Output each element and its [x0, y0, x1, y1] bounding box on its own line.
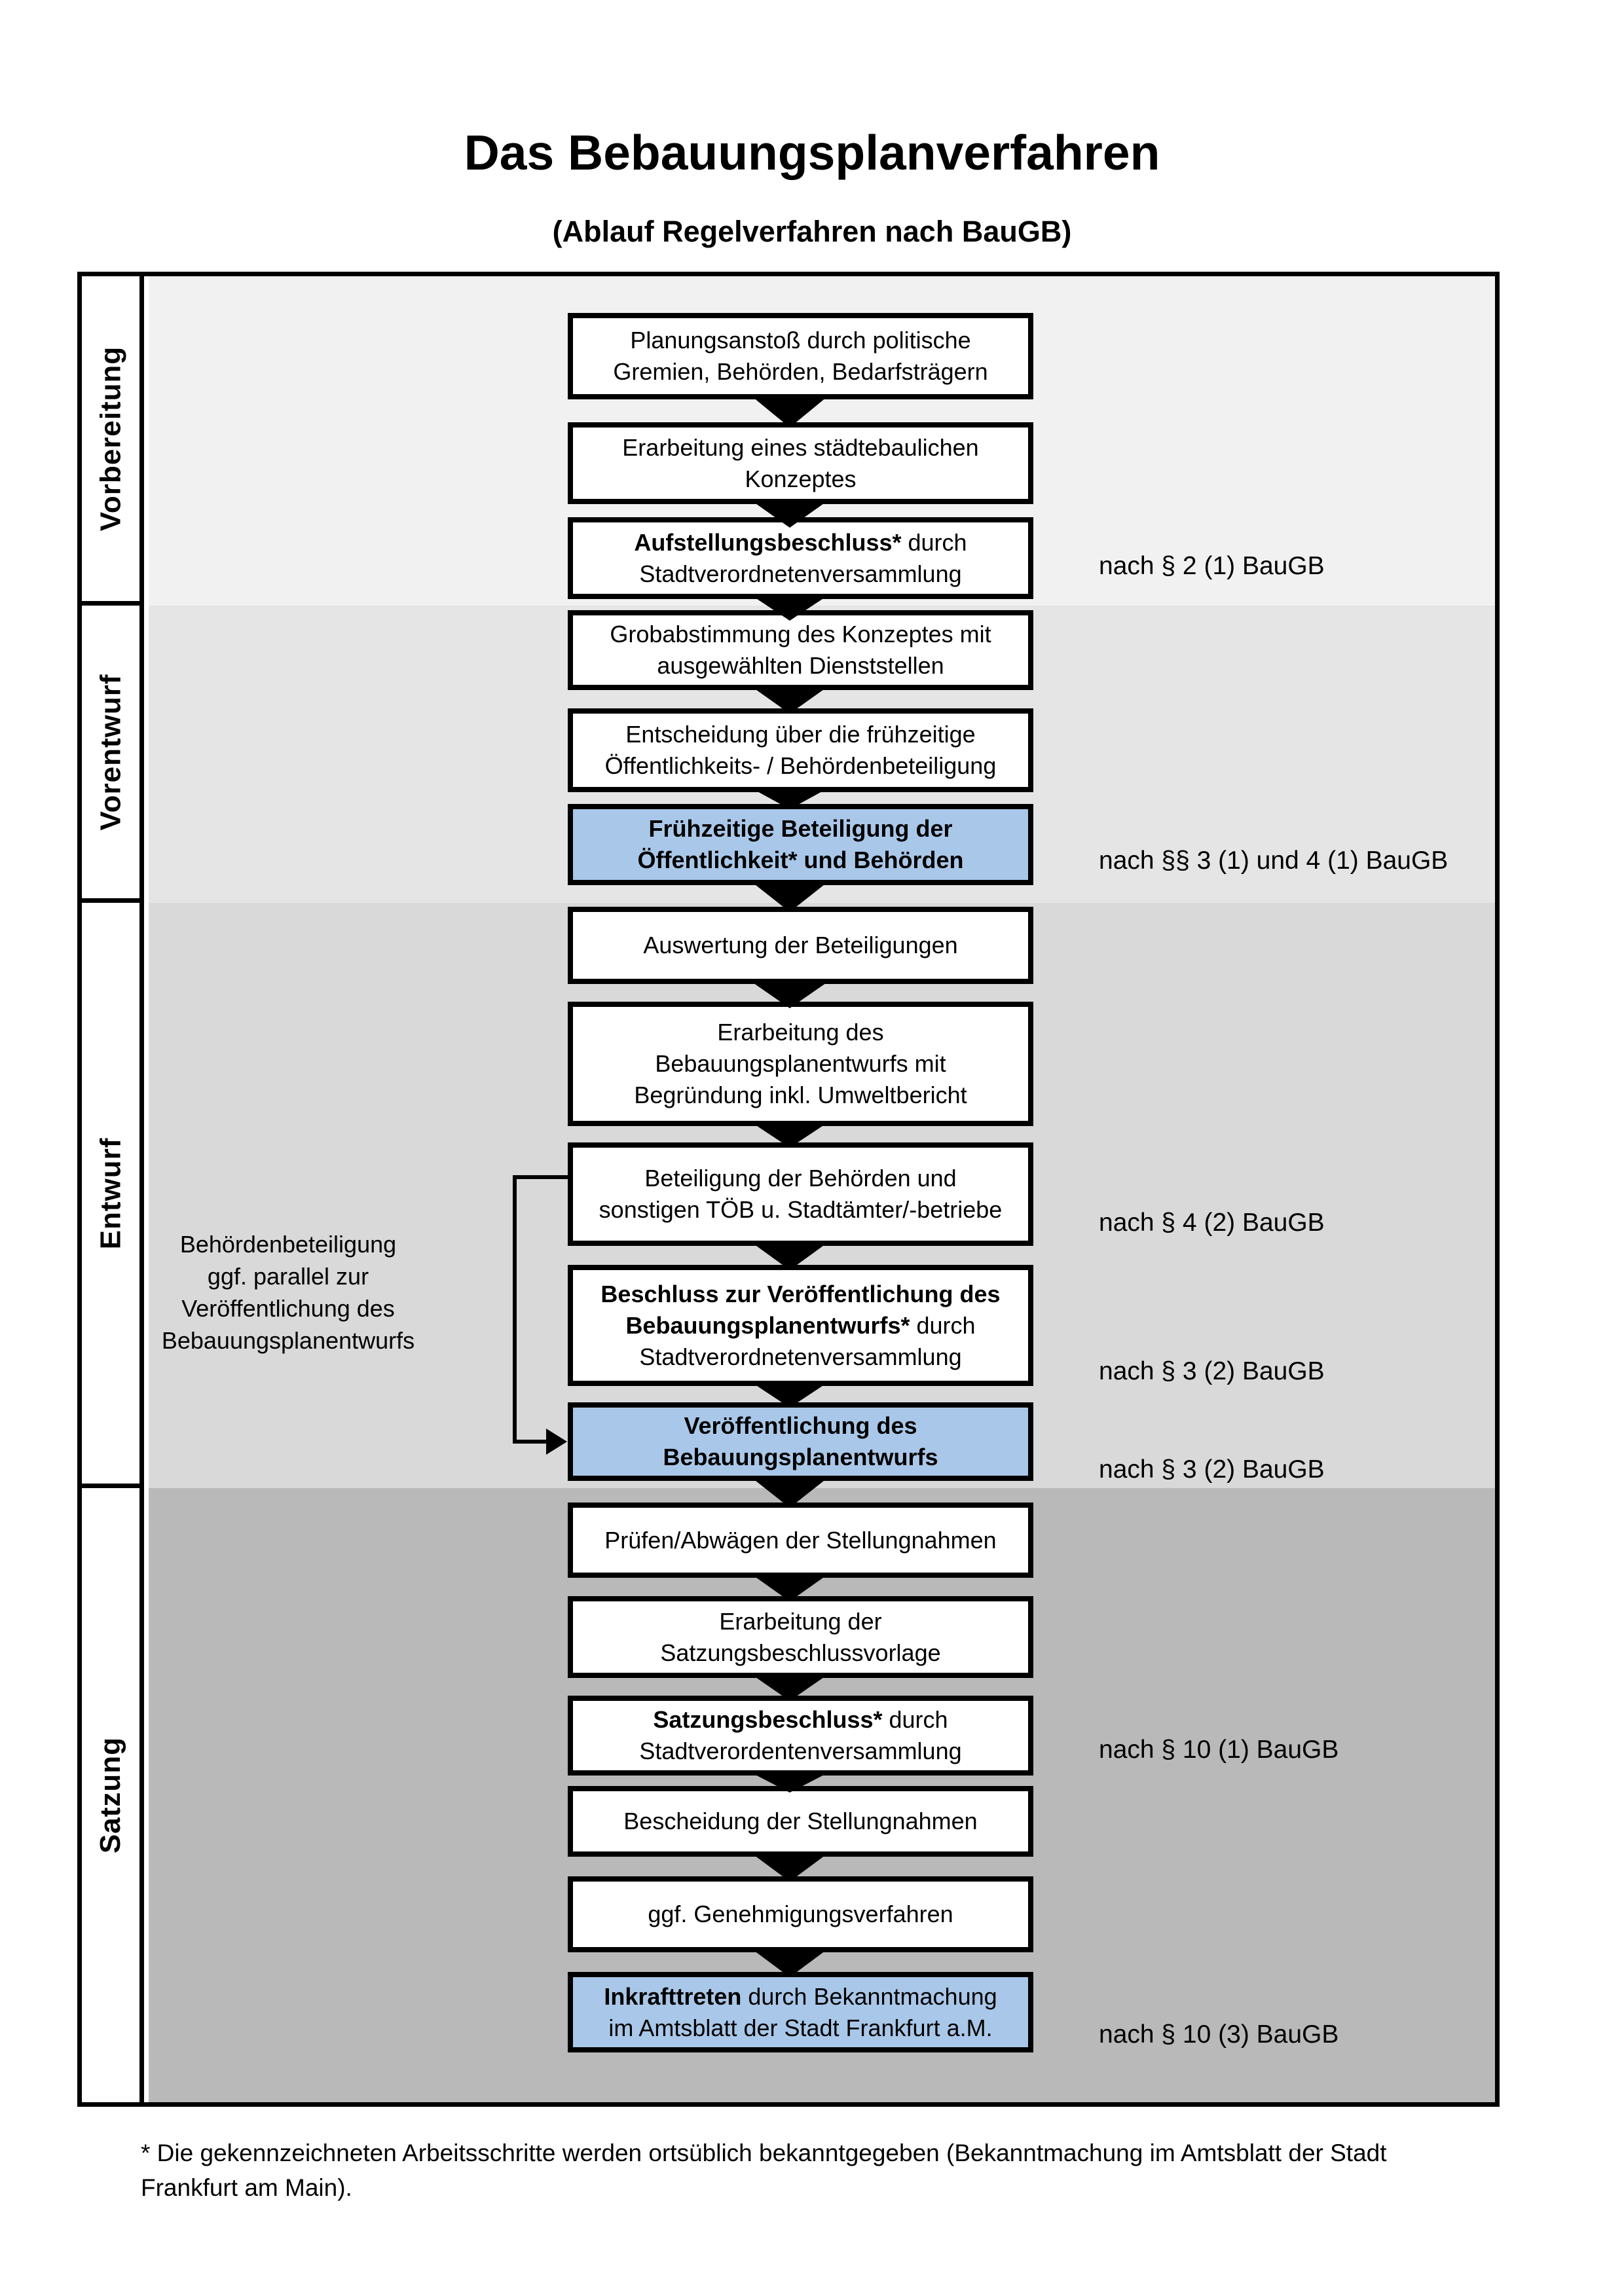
flow-arrow-down-icon	[749, 1241, 830, 1270]
phase-label-vorbereitung: Vorbereitung	[94, 346, 126, 532]
parallel-connector-bottom-line	[513, 1440, 549, 1444]
flow-box: Bescheidung der Stellungnahmen	[568, 1786, 1033, 1857]
flow-box: Beteiligung der Behörden und sonstigen T…	[568, 1142, 1033, 1246]
phase-label-cell: Vorentwurf	[82, 606, 144, 903]
flow-box: Erarbeitung des Bebauungsplanentwurfs mi…	[568, 1002, 1033, 1126]
flow-arrow-down-icon	[749, 1121, 830, 1148]
flow-arrow-down-icon	[749, 394, 830, 428]
flow-arrow-down-icon	[749, 1573, 830, 1601]
flow-box: Beschluss zur Veröffentlichung des Bebau…	[568, 1265, 1033, 1386]
legal-reference: nach §§ 3 (1) und 4 (1) BauGB	[1099, 847, 1449, 875]
flow-arrow-down-icon	[749, 1476, 830, 1508]
flow-arrow-down-icon	[749, 594, 830, 621]
phase-label-cell: Entwurf	[82, 903, 144, 1488]
flow-box: Auswertung der Beteiligungen	[568, 907, 1033, 984]
flow-box: Entscheidung über die frühzeitige Öffent…	[568, 708, 1033, 792]
flow-box: Grobabstimmung des Konzeptes mit ausgewä…	[568, 610, 1033, 690]
flow-arrow-down-icon	[749, 1772, 830, 1793]
flow-box-highlighted: Frühzeitige Beteiligung der Öffentlichke…	[568, 804, 1033, 885]
parallel-connector-vertical-line	[513, 1175, 517, 1444]
legal-reference: nach § 10 (1) BauGB	[1099, 1736, 1339, 1764]
flow-arrow-down-icon	[749, 1947, 830, 1977]
phase-label-satzung: Satzung	[94, 1736, 127, 1854]
flow-box-highlighted: Inkrafttreten durch Bekanntmachung im Am…	[568, 1972, 1033, 2052]
legal-reference: nach § 3 (2) BauGB	[1099, 1455, 1325, 1484]
legal-reference: nach § 4 (2) BauGB	[1099, 1209, 1325, 1237]
flow-arrow-down-icon	[749, 1673, 830, 1701]
footnote: * Die gekennzeichneten Arbeitsschritte w…	[141, 2140, 1387, 2201]
flow-arrow-down-icon	[749, 880, 830, 912]
phase-label-vorentwurf: Vorentwurf	[94, 674, 126, 830]
flow-box: Erarbeitung eines städtebaulichen Konzep…	[568, 422, 1033, 504]
flow-arrow-down-icon	[749, 1381, 830, 1408]
flow-box: Satzungsbeschluss* durch Stadtverordente…	[568, 1696, 1033, 1776]
flow-arrow-down-icon	[749, 980, 830, 1008]
phase-label-cell: Satzung	[82, 1488, 144, 2102]
parallel-connector-top-line	[513, 1175, 568, 1179]
flow-arrow-down-icon	[749, 685, 830, 714]
flow-arrow-down-icon	[749, 1851, 830, 1882]
legal-reference: nach § 2 (1) BauGB	[1099, 552, 1325, 580]
flow-arrow-down-icon	[749, 499, 830, 528]
page-subtitle: (Ablauf Regelverfahren nach BauGB)	[552, 215, 1072, 248]
phase-label-cell: Vorbereitung	[82, 276, 144, 606]
flow-box: Erarbeitung der Satzungsbeschlussvorlage	[568, 1596, 1033, 1678]
flow-arrow-down-icon	[749, 787, 830, 809]
flow-box: Planungsanstoß durch politische Gremien,…	[568, 313, 1033, 399]
flow-box: ggf. Genehmigungsverfahren	[568, 1876, 1033, 1952]
page-title: Das Bebauungsplanverfahren	[464, 125, 1160, 180]
flow-box: Prüfen/Abwägen der Stellungnahmen	[568, 1503, 1033, 1578]
legal-reference: nach § 10 (3) BauGB	[1099, 2020, 1339, 2049]
side-note: Behördenbeteiligung ggf. parallel zur Ve…	[161, 1231, 415, 1354]
parallel-connector-arrowhead-icon	[546, 1429, 567, 1455]
flow-box-highlighted: Veröffentlichung des Bebauungsplanentwur…	[568, 1402, 1033, 1481]
phase-label-entwurf: Entwurf	[94, 1137, 127, 1249]
legal-reference: nach § 3 (2) BauGB	[1099, 1357, 1325, 1385]
flow-box: Aufstellungsbeschluss* durch Stadtverord…	[568, 517, 1033, 599]
